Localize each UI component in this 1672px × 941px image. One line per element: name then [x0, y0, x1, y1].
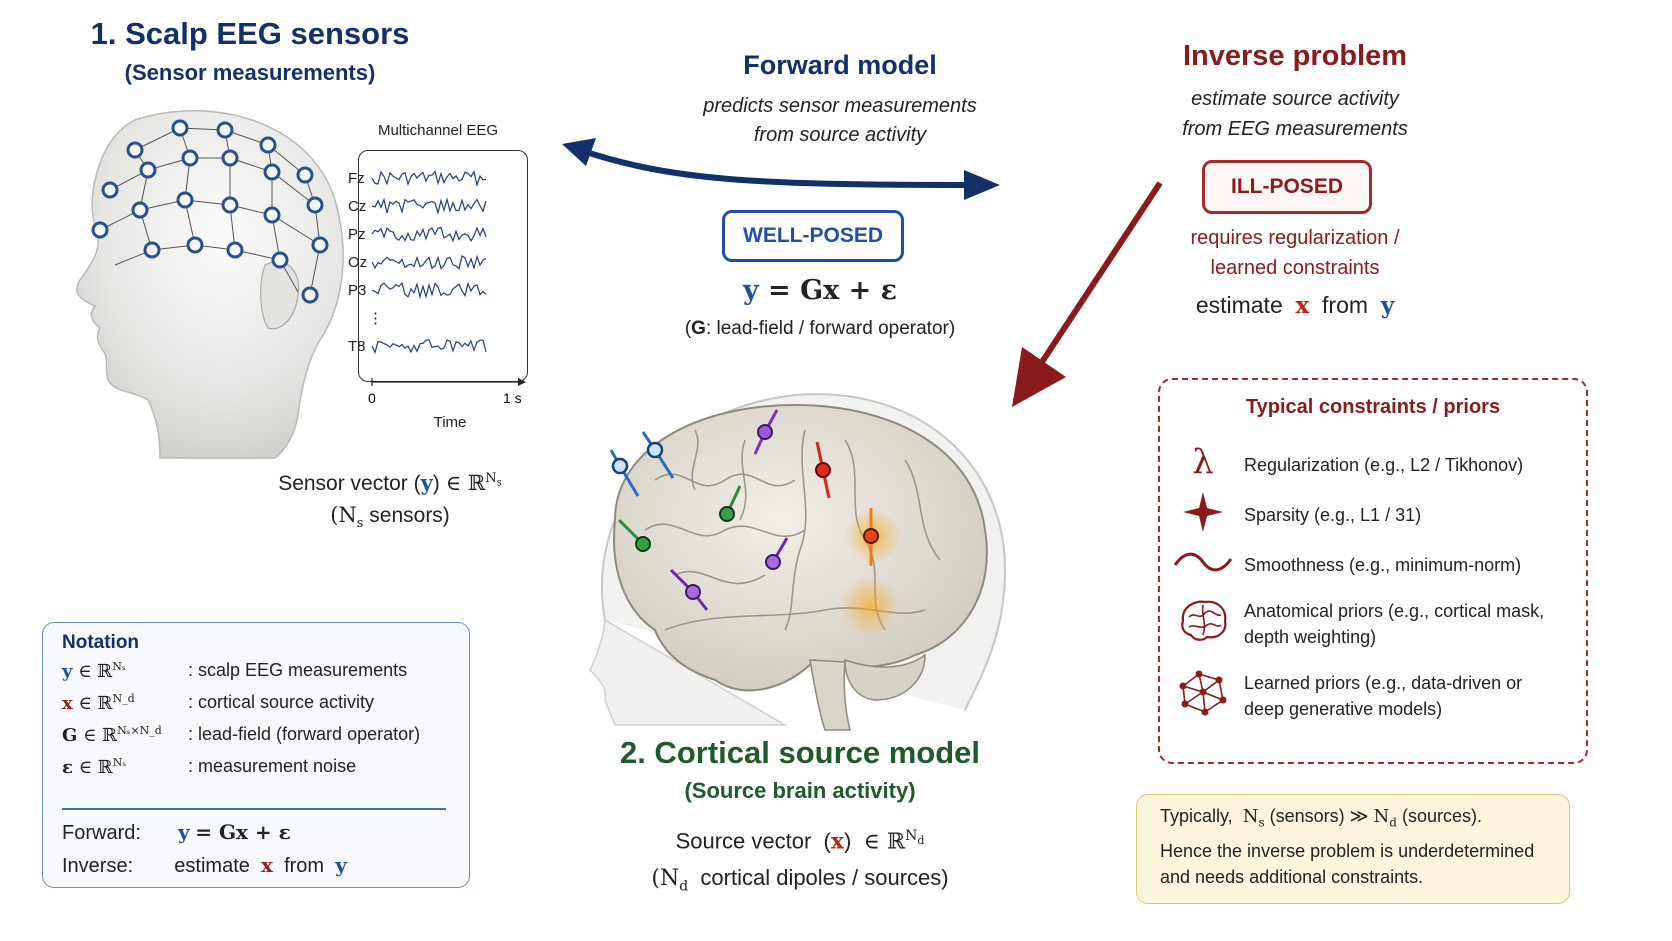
- notation-row: x ∈ ℝN_d : cortical source activity: [62, 692, 462, 720]
- brain-illustration: [589, 393, 1007, 731]
- section1-subtitle: (Sensor measurements): [124, 60, 376, 85]
- sparsity-star-icon: [1178, 490, 1228, 534]
- eeg-title: Multichannel EEG: [377, 122, 499, 139]
- eeg-channel-label: Cz: [348, 198, 366, 215]
- eeg-axis-label: Time: [433, 414, 467, 431]
- underdetermined-note: [1136, 794, 1570, 904]
- eeg-channel-label: Oz: [348, 254, 367, 271]
- notation-inverse-row: Inverse: estimate x from y: [62, 853, 347, 877]
- brain-icon: [1178, 598, 1228, 642]
- notation-symbol: ε ∈ ℝNₛ: [62, 756, 127, 778]
- head-shape: [76, 109, 344, 459]
- ill-posed-badge: ILL-POSED: [1202, 160, 1372, 214]
- eeg-channel-label: ⋮: [368, 310, 383, 327]
- eeg-trace: [371, 281, 487, 300]
- eeg-trace: [371, 197, 487, 215]
- forward-arrow: [562, 138, 1000, 200]
- eeg-trace: [371, 339, 487, 355]
- eeg-channel-label: Pz: [348, 226, 366, 243]
- regularization-requirement: requires regularization / learned constr…: [1190, 227, 1400, 279]
- lambda-icon: λ: [1192, 442, 1214, 482]
- notation-symbol: y ∈ ℝNₛ: [62, 660, 126, 682]
- forward-model-description: predicts sensor measurements from source…: [703, 95, 977, 146]
- eeg-axis-end: 1 s: [503, 390, 522, 406]
- source-vector-label: Source vector (x) ∈ ℝNd: [675, 828, 925, 855]
- constraints-title: Typical constraints / priors: [1245, 396, 1501, 418]
- notation-symbol: G ∈ ℝNₛ×N_d: [62, 724, 162, 746]
- notation-row: ε ∈ ℝNₛ : measurement noise: [62, 756, 462, 784]
- eeg-channel-label: Fz: [348, 170, 365, 187]
- section2-subtitle: (Source brain activity): [684, 778, 916, 803]
- note-line-1: Typically, Ns (sensors) ≫ Nd (sources).: [1160, 806, 1482, 830]
- notation-row: G ∈ ℝNₛ×N_d : lead-field (forward operato…: [62, 724, 462, 752]
- ear-shape: [260, 261, 300, 330]
- dipole-sources: [609, 409, 879, 611]
- network-icon: [1178, 670, 1228, 716]
- section2-title: 2. Cortical source model: [619, 735, 981, 770]
- sensor-count: (Ns sensors): [330, 503, 450, 532]
- head-illustration: [76, 109, 344, 459]
- constraints-box: [1158, 378, 1588, 764]
- eeg-trace: [371, 226, 487, 243]
- forward-equation: y = Gx + ε: [742, 275, 898, 306]
- notation-row: y ∈ ℝNₛ : scalp EEG measurements: [62, 660, 462, 688]
- notation-description: : scalp EEG measurements: [188, 660, 408, 680]
- notation-symbol: x ∈ ℝN_d: [62, 692, 135, 714]
- source-count: (Nd cortical dipoles / sources): [651, 865, 949, 895]
- forward-model-title: Forward model: [743, 50, 937, 80]
- inverse-problem-title: Inverse problem: [1182, 40, 1408, 72]
- inverse-problem-description: estimate source activity from EEG measur…: [1182, 88, 1408, 140]
- eeg-trace: [371, 254, 487, 271]
- inverse-arrow: [1012, 181, 1163, 407]
- notation-title: Notation: [62, 632, 140, 653]
- notation-description: : cortical source activity: [188, 692, 375, 712]
- notation-description: : measurement noise: [188, 756, 357, 776]
- note-line-2: Hence the inverse problem is underdeterm…: [1160, 841, 1535, 887]
- eeg-axis-start: 0: [368, 390, 376, 406]
- notation-box: [42, 622, 470, 888]
- notation-forward-row: Forward: y = Gx + ε: [62, 820, 291, 844]
- inverse-estimate-line: estimate x from y: [1195, 292, 1395, 319]
- lead-field-definition: (G: lead-field / forward operator): [684, 318, 956, 339]
- well-posed-badge: WELL-POSED: [722, 210, 904, 262]
- section1-title: 1. Scalp EEG sensors: [90, 16, 410, 51]
- sensor-vector-label: Sensor vector (y) ∈ ℝNs: [278, 470, 502, 495]
- eeg-trace: [371, 170, 487, 188]
- notation-divider: [62, 808, 446, 810]
- notation-description: : lead-field (forward operator): [188, 724, 421, 744]
- eeg-channel-label: P3: [348, 282, 366, 299]
- eeg-channel-label: T8: [348, 338, 366, 355]
- wave-icon: [1173, 540, 1233, 584]
